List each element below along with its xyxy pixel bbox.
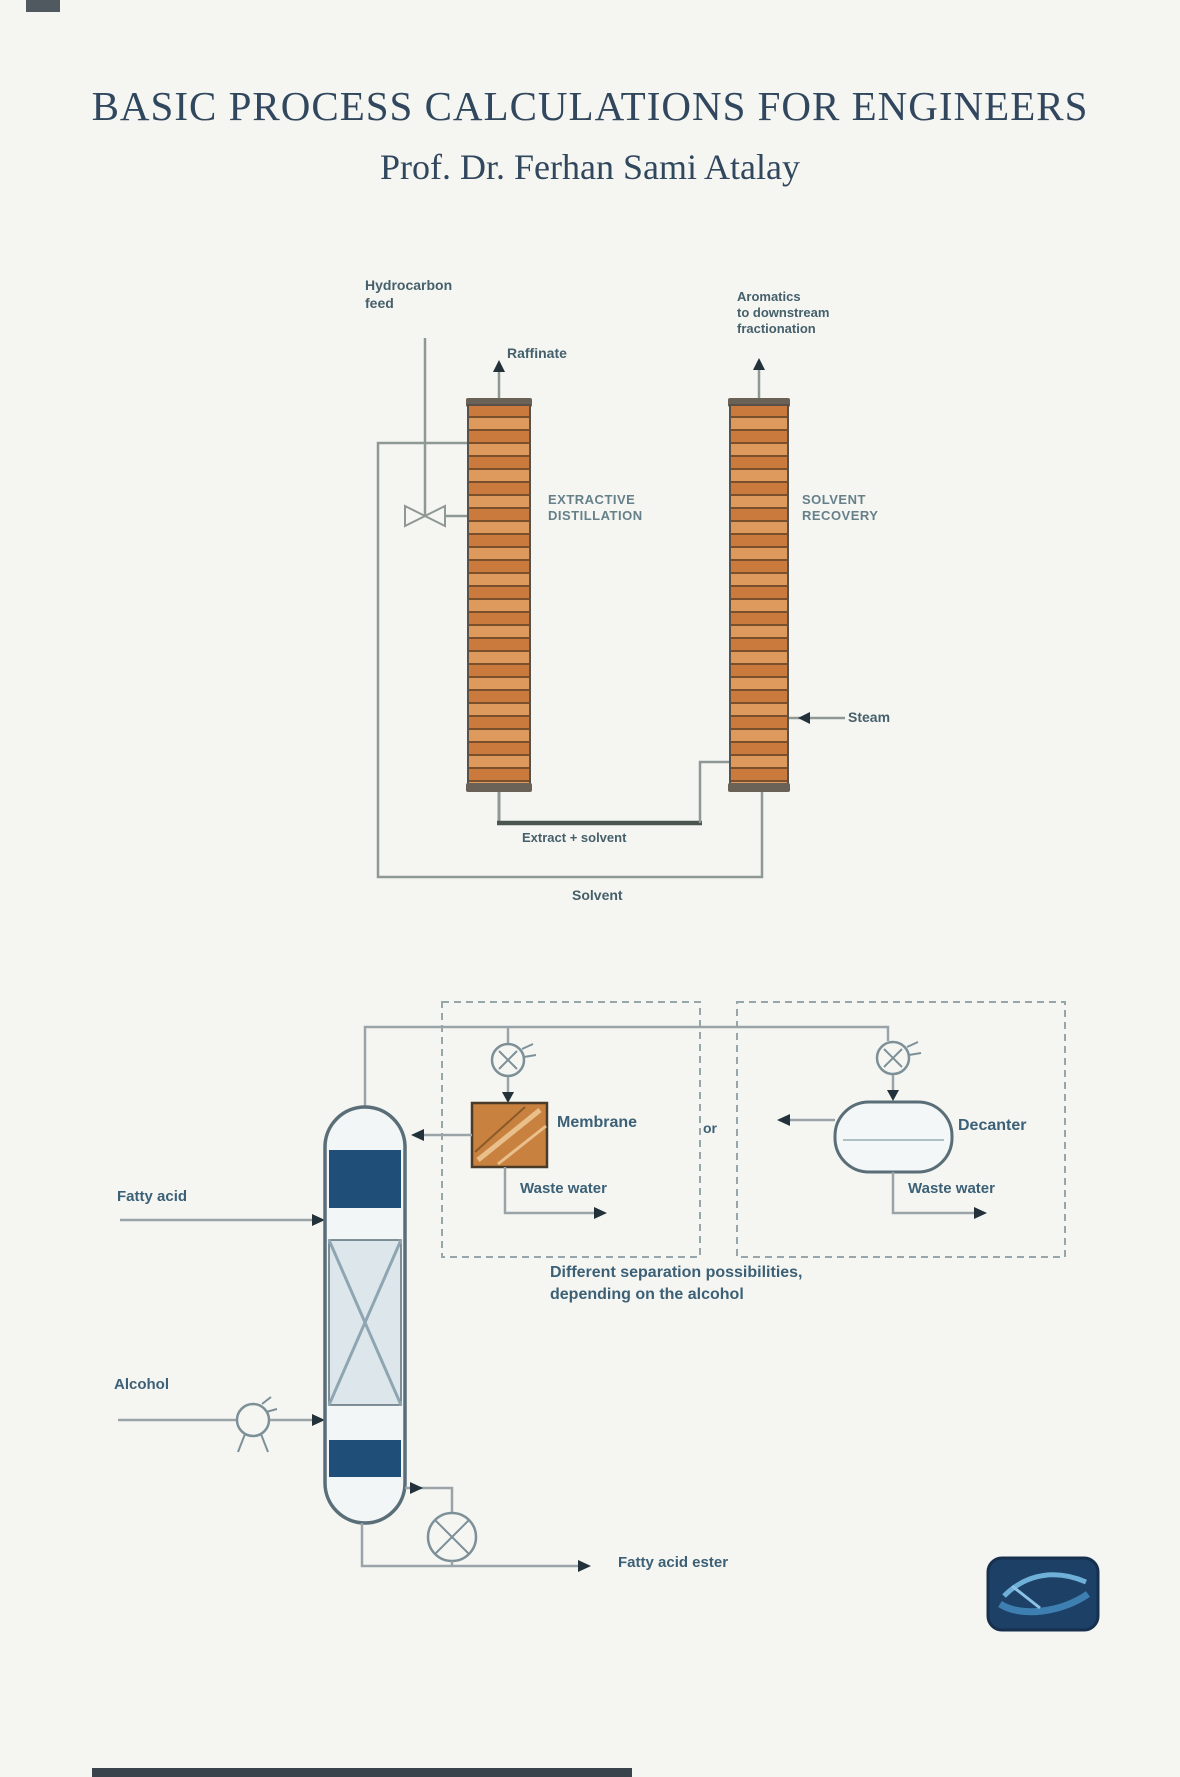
reactive-distillation-diagram xyxy=(118,1001,1066,1572)
steam-label: Steam xyxy=(848,709,891,725)
arrow-left-icon xyxy=(777,1114,790,1126)
reboiler-icon xyxy=(426,1511,478,1563)
fatty-acid-ester-label: Fatty acid ester xyxy=(618,1554,729,1571)
aromatics-label: Aromatics to downstream fractionation xyxy=(737,289,830,336)
arrow-right-icon xyxy=(578,1560,591,1572)
scan-artifact-bottom xyxy=(92,1768,632,1777)
reactive-distillation-column xyxy=(323,1105,407,1525)
solvent-recovery-label: SOLVENT RECOVERY xyxy=(802,492,879,523)
decanter-vessel xyxy=(833,1100,954,1174)
extractive-distillation-label: EXTRACTIVE DISTILLATION xyxy=(548,492,643,523)
overhead-vapour-line xyxy=(363,1025,890,1107)
author-name: Prof. Dr. Ferhan Sami Atalay xyxy=(380,147,800,187)
fatty-acid-label: Fatty acid xyxy=(117,1188,188,1205)
decanter-option-box xyxy=(736,1001,1066,1258)
extractive-distillation-diagram xyxy=(376,338,845,879)
extractive-distillation-column xyxy=(466,398,532,792)
waste-water-label-left: Waste water xyxy=(520,1180,607,1197)
membrane-label: Membrane xyxy=(557,1114,638,1131)
arrow-right-icon xyxy=(312,1414,325,1426)
arrow-right-icon xyxy=(312,1214,325,1226)
arrow-down-icon xyxy=(887,1090,899,1101)
page-title: BASIC PROCESS CALCULATIONS FOR ENGINEERS xyxy=(91,83,1089,129)
solvent-label: Solvent xyxy=(572,887,623,903)
or-label: or xyxy=(703,1120,717,1136)
hydrocarbon-feed-label: Hydrocarbon feed xyxy=(365,277,453,311)
arrow-down-icon xyxy=(502,1092,514,1103)
solvent-recovery-column xyxy=(728,398,790,792)
scan-artifact-top-left xyxy=(26,0,60,12)
arrow-left-icon xyxy=(411,1129,424,1141)
waste-water-label-right: Waste water xyxy=(908,1180,995,1197)
arrow-right-icon xyxy=(410,1482,423,1494)
arrow-right-icon xyxy=(974,1207,987,1219)
pump-icon xyxy=(235,1396,278,1453)
solvent-recycle-line xyxy=(376,441,764,879)
decanter-label: Decanter xyxy=(958,1117,1027,1134)
mixer-icon xyxy=(404,504,446,528)
membrane-unit xyxy=(470,1101,549,1169)
condenser-icon xyxy=(490,1042,538,1078)
arrow-up-icon xyxy=(753,358,765,370)
arrow-left-icon xyxy=(798,712,810,724)
condenser-icon xyxy=(875,1040,923,1076)
arrow-right-icon xyxy=(594,1207,607,1219)
raffinate-label: Raffinate xyxy=(507,345,567,361)
diagram2-caption: Different separation possibilities, depe… xyxy=(550,1264,803,1303)
alcohol-label: Alcohol xyxy=(114,1376,169,1393)
structured-packing xyxy=(327,1239,403,1406)
membrane-option-box xyxy=(441,1001,701,1258)
arrow-up-icon xyxy=(493,360,505,372)
extract-line-riser xyxy=(698,760,730,823)
extract-solvent-label: Extract + solvent xyxy=(522,830,627,845)
hydrocarbon-feed-line xyxy=(423,338,468,518)
publisher-logo xyxy=(986,1556,1100,1632)
